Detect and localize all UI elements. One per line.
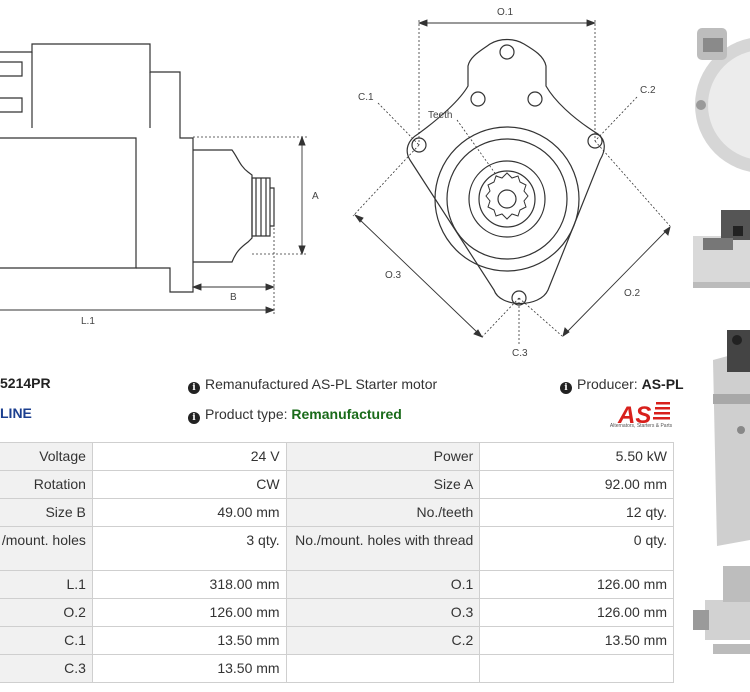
table-row: O.2 126.00 mm O.3 126.00 mm (0, 598, 674, 627)
label-o1: O.1 (497, 7, 514, 18)
label-a: A (312, 191, 319, 202)
svg-text:AS: AS (617, 402, 651, 429)
spec-label (285, 654, 481, 683)
info-icon: i (188, 412, 200, 424)
label-o2: O.2 (624, 288, 641, 299)
spec-label: O.2 (0, 598, 93, 627)
spec-label: O.3 (285, 598, 481, 627)
as-pl-logo: AS (617, 402, 670, 429)
info-icon: i (188, 382, 200, 394)
spec-label: O.1 (285, 570, 481, 599)
table-row: /mount. holes 3 qty. No./mount. holes wi… (0, 526, 674, 571)
spec-value: 5.50 kW (479, 442, 674, 471)
product-photo-1[interactable] (693, 0, 750, 190)
spec-value: 126.00 mm (91, 598, 287, 627)
spec-value: 13.50 mm (91, 626, 287, 655)
spec-label: Size B (0, 498, 93, 527)
product-type-value: Remanufactured (291, 406, 402, 422)
label-teeth: Teeth (428, 110, 452, 121)
top-hole (499, 44, 515, 60)
label-c3: C.3 (512, 348, 528, 359)
spec-value: 3 qty. (91, 526, 287, 571)
spec-label: Voltage (0, 442, 93, 471)
nose-ring-outer (434, 126, 580, 272)
table-row: L.1 318.00 mm O.1 126.00 mm (0, 570, 674, 599)
spec-value (479, 654, 674, 683)
table-row: C.3 13.50 mm (0, 654, 674, 683)
spec-label: No./teeth (285, 498, 481, 527)
spec-label: L.1 (0, 570, 93, 599)
mount-hole-c3 (511, 290, 527, 306)
label-c1: C.1 (358, 92, 374, 103)
product-photo-2[interactable] (693, 196, 750, 292)
spec-label: /mount. holes (0, 526, 93, 571)
logo-subtitle: Alternators, Starters & Parts (609, 423, 673, 429)
product-photo-3[interactable] (693, 320, 750, 550)
spec-value: 13.50 mm (91, 654, 287, 683)
spec-value: 24 V (91, 442, 287, 471)
label-o3: O.3 (385, 270, 402, 281)
label-l1: L.1 (81, 316, 95, 327)
spec-label: Power (285, 442, 481, 471)
producer-value: AS-PL (641, 376, 684, 392)
nose-housing (193, 149, 253, 263)
pinion (251, 177, 271, 237)
spec-value: 13.50 mm (479, 626, 674, 655)
spec-label: C.1 (0, 626, 93, 655)
table-row: Rotation CW Size A 92.00 mm (0, 470, 674, 499)
spec-value: CW (91, 470, 287, 499)
flange-outline (406, 38, 605, 304)
spec-value: 126.00 mm (479, 598, 674, 627)
spec-label: C.2 (285, 626, 481, 655)
spec-value: 49.00 mm (91, 498, 287, 527)
label-c2: C.2 (640, 85, 656, 96)
pinion-teeth (485, 172, 529, 220)
spec-value: 92.00 mm (479, 470, 674, 499)
label-b: B (230, 292, 237, 303)
spec-label: Size A (285, 470, 481, 499)
table-row: Voltage 24 V Power 5.50 kW (0, 442, 674, 471)
spec-value: 12 qty. (479, 498, 674, 527)
part-number: 5214PR (0, 375, 51, 391)
starter-technical-drawing: A B L.1 O (0, 7, 671, 359)
product-photo-4[interactable] (693, 560, 750, 692)
table-row: Size B 49.00 mm No./teeth 12 qty. (0, 498, 674, 527)
table-row: C.1 13.50 mm C.2 13.50 mm (0, 626, 674, 655)
spec-label: C.3 (0, 654, 93, 683)
specifications-table: Voltage 24 V Power 5.50 kW Rotation CW S… (0, 442, 674, 683)
product-line: LINE (0, 405, 32, 421)
spec-label: No./mount. holes with thread (285, 526, 481, 571)
spec-value: 0 qty. (479, 526, 674, 571)
spec-value: 126.00 mm (479, 570, 674, 599)
spec-label: Rotation (0, 470, 93, 499)
solenoid-outline (0, 43, 194, 293)
info-icon: i (560, 382, 572, 394)
spec-value: 318.00 mm (91, 570, 287, 599)
